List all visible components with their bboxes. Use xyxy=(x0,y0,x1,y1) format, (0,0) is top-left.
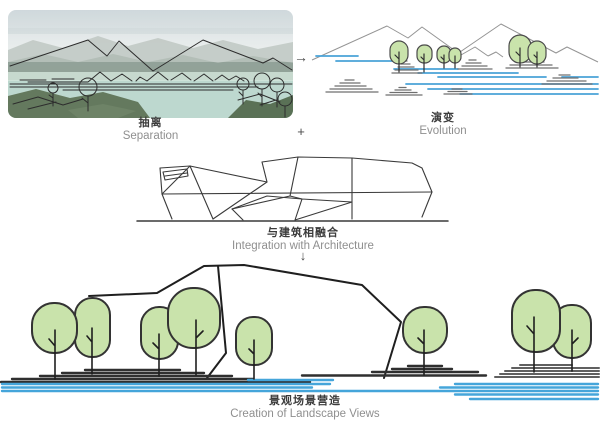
evolution-panel xyxy=(310,10,600,105)
evolution-tree-trunks xyxy=(394,47,538,73)
evolution-water-lines xyxy=(315,55,599,95)
site-photo xyxy=(8,10,293,118)
evolution-terraces xyxy=(325,58,593,96)
building-sketch xyxy=(136,156,449,222)
creation-label-en: Creation of Landscape Views xyxy=(230,407,380,420)
landscape-scene-sketch xyxy=(0,264,600,401)
sketch-overlay xyxy=(9,39,293,118)
evolution-label-en: Evolution xyxy=(419,124,467,137)
building-panel xyxy=(135,149,450,224)
separation-label-cn: 抽离 xyxy=(138,117,163,129)
creation-label: 景观场景营造 Creation of Landscape Views xyxy=(155,395,455,421)
scene-ridge-lines xyxy=(88,264,402,379)
arrow-down-operator: ↓ xyxy=(299,248,307,263)
scene-water-lines xyxy=(0,378,600,401)
evolution-trees xyxy=(389,34,547,65)
evolution-label: 演变 Evolution xyxy=(313,112,573,138)
scene-terraces-gray xyxy=(494,364,600,378)
integration-label-cn: 与建筑相融合 xyxy=(267,227,339,239)
evolution-label-cn: 演变 xyxy=(431,112,455,124)
arrow-right-operator: → xyxy=(294,49,308,65)
integration-label-en: Integration with Architecture xyxy=(232,239,374,252)
scene-terraces-dark xyxy=(0,364,488,384)
site-photo-image xyxy=(8,10,293,118)
creation-label-cn: 景观场景营造 xyxy=(269,395,341,407)
evolution-mountains xyxy=(311,23,599,63)
separation-label-en: Separation xyxy=(122,129,179,142)
plus-operator: + xyxy=(297,124,305,139)
integration-label: 与建筑相融合 Integration with Architecture xyxy=(153,227,453,253)
separation-label: 抽离 Separation xyxy=(8,117,293,143)
photo-background xyxy=(8,10,293,118)
building-outline xyxy=(159,156,433,221)
scene-trees xyxy=(31,287,592,366)
landscape-scene-panel xyxy=(0,262,600,404)
scene-tree-trunks xyxy=(48,316,579,380)
evolution-sketch xyxy=(311,23,599,96)
